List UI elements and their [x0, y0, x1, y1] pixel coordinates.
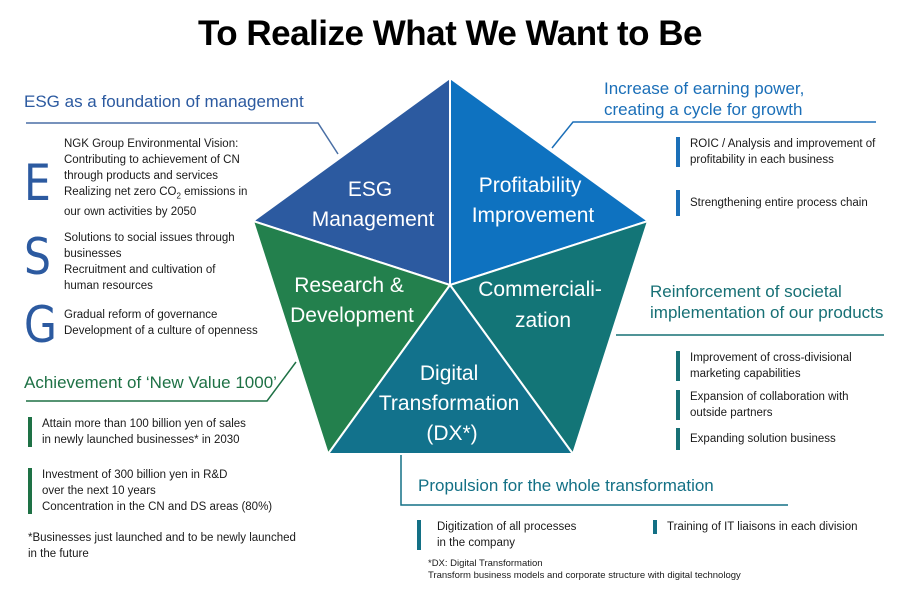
dx-item-digitization: Digitization of all processes in the com…: [417, 519, 576, 551]
segment-profit-label: Profitability Improvement: [472, 174, 595, 227]
connector-profit: [551, 121, 876, 149]
dx-heading: Propulsion for the whole transformation: [418, 476, 714, 495]
esg-e-text: NGK Group Environmental Vision: Contribu…: [64, 138, 248, 219]
dx-item-it-liaisons: Training of IT liaisons in each division: [653, 519, 858, 535]
segment-rd-label: Research & Development: [290, 274, 414, 327]
esg-heading: ESG as a foundation of management: [24, 92, 304, 111]
esg-s-text: Solutions to social issues through busin…: [64, 232, 235, 292]
dx-footnote: *DX: Digital Transformation Transform bu…: [428, 558, 741, 581]
esg-g-text: Gradual reform of governance Development…: [64, 309, 258, 337]
esg-letter-e: E: [24, 154, 51, 212]
segment-dx: [326, 283, 575, 455]
rd-heading: Achievement of ‘New Value 1000’: [24, 373, 277, 392]
commerce-item-solution: Expanding solution business: [676, 427, 836, 451]
page-title: To Realize What We Want to Be: [197, 14, 703, 53]
rd-footnote: *Businesses just launched and to be newl…: [28, 532, 296, 560]
commerce-heading: Reinforcement of societal implementation…: [650, 282, 884, 322]
commerce-item-marketing: Improvement of cross-divisional marketin…: [676, 350, 852, 382]
profit-heading: Increase of earning power, creating a cy…: [604, 79, 805, 119]
connector-esg: [26, 122, 339, 155]
profit-item-process-chain: Strengthening entire process chain: [676, 189, 868, 217]
commerce-item-collaboration: Expansion of collaboration with outside …: [676, 389, 849, 421]
segment-dx-label: Digital Transformation (DX*): [379, 362, 525, 445]
connector-dx: [400, 455, 788, 506]
connector-rd: [26, 361, 297, 402]
profit-item-roic: ROIC / Analysis and improvement of profi…: [676, 136, 875, 168]
rd-item-investment: Investment of 300 billion yen in R&D ove…: [28, 467, 272, 515]
segment-commerce-label: Commerciali- zation: [478, 278, 608, 332]
esg-letter-g: G: [24, 296, 57, 354]
segment-esg-label: ESG Management: [312, 178, 435, 231]
esg-letter-s: S: [24, 228, 51, 286]
rd-item-sales: Attain more than 100 billion yen of sale…: [28, 416, 246, 448]
